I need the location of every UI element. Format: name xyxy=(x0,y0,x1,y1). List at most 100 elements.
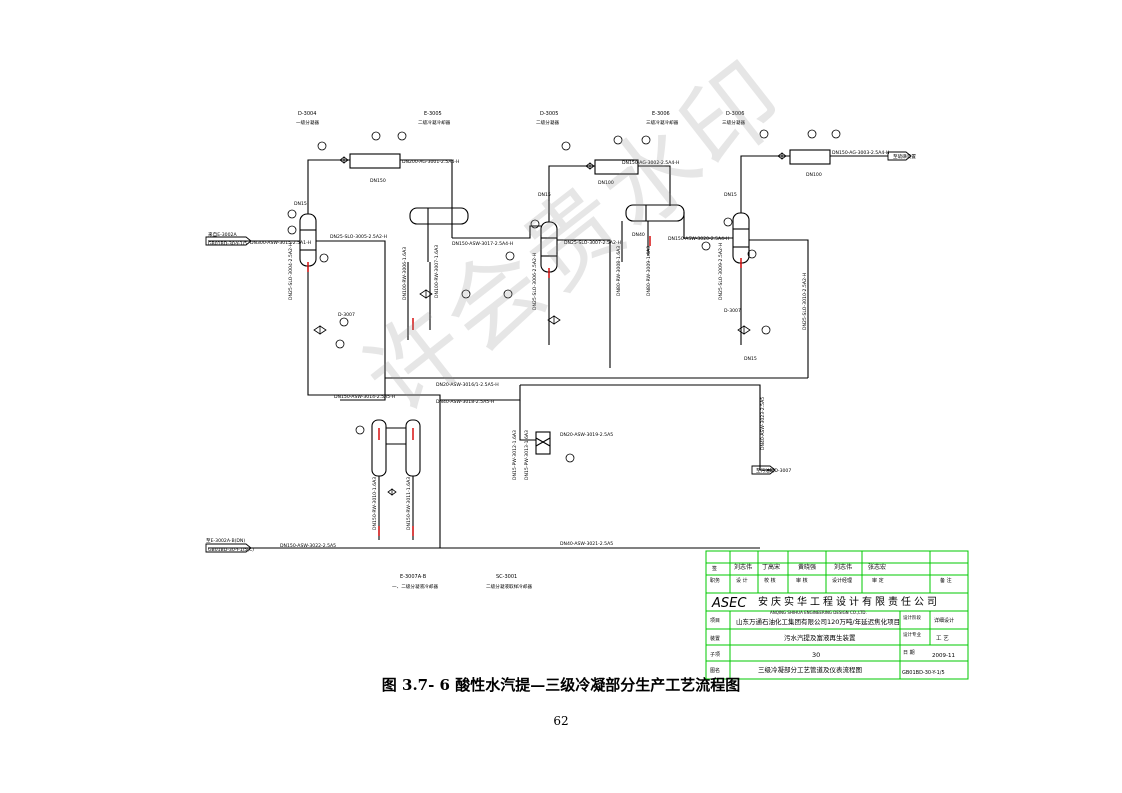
title-block-text: 签 刘志伟 丁高宋 黄晓强 刘志伟 张志宏 职务 设 计 校 核 审 核 设计经… xyxy=(710,563,955,676)
line-3017: DN150-ASW-3017-2.5A4-H xyxy=(452,241,513,247)
line-v3006: DN25-SLO-3006-2.5A2-H xyxy=(532,253,538,310)
title-block xyxy=(705,550,969,680)
line-v3010: DN25-SLO-3010-2.5A2-H xyxy=(802,273,808,330)
page-number: 62 xyxy=(553,714,569,728)
tb-role-6: 备 注 xyxy=(940,577,952,584)
line-3014: DN150-ASW-3014-2.5A5-H xyxy=(334,394,395,400)
tb-discipline: 工 艺 xyxy=(936,635,949,642)
exchanger-e3005 xyxy=(409,207,469,262)
tb-date: 2009-11 xyxy=(932,653,955,659)
offpage-from-e3002: 来自E-3002A xyxy=(208,231,237,238)
tb-sheet-no: 30 xyxy=(812,651,820,659)
valves xyxy=(313,152,787,496)
tb-name-2: 丁高宋 xyxy=(762,563,780,571)
tb-date-label: 日 期 xyxy=(903,650,915,656)
d3004-name: 一级分凝器 xyxy=(296,119,319,126)
dn100-a: DN100 xyxy=(598,180,614,186)
dn15-a: DN15 xyxy=(294,201,307,207)
dn40-a: DN40 xyxy=(632,232,645,238)
e3005-tag: E-3005 xyxy=(424,111,442,117)
offpage-ref1: GB01BD-30-Y-1/5 xyxy=(208,241,247,247)
line-vcw6: DN150-RW-3011-1.6A3 xyxy=(406,477,412,530)
tb-project: 山东万通石油化工集团有限公司120万吨/年延迟焦化项目 xyxy=(736,617,900,626)
e3007-name: 一、二级分凝液冷却器 xyxy=(392,583,438,590)
tb-name-3: 黄晓强 xyxy=(798,563,816,571)
tb-drawing-no: GB01BD-30-Y-1/5 xyxy=(902,670,945,676)
line-v3009: DN25-SLO-3009-2.5A2-H xyxy=(718,243,724,300)
tb-project-label: 项目 xyxy=(710,618,720,624)
line-3002: DN150-AG-3002-2.5A4-H xyxy=(622,160,679,166)
tb-drawing-title: 三级冷凝部分工艺管道及仪表流程图 xyxy=(758,665,862,674)
line-3021: DN40-ASW-3021-2.5A5 xyxy=(560,541,613,547)
line-v3004: DN25-SLO-3004-2.5A2-H xyxy=(288,243,294,300)
piping xyxy=(208,149,888,549)
tb-title-label: 图名 xyxy=(710,667,720,674)
line-labels: 来自E-3002A GB01BD-30-Y-1/5 DN300-ASW-3015… xyxy=(206,150,916,553)
d3005-name: 二级分凝器 xyxy=(536,119,559,126)
vessel-d3006 xyxy=(732,212,750,264)
line-3005: DN25-SLO-3005-2.5A2-H xyxy=(330,234,387,240)
sc3001-name: 二级分凝液取样冷却器 xyxy=(486,583,532,590)
e3006-tag: E-3006 xyxy=(652,111,670,117)
line-3007: DN25-SLO-3007-2.5A2-H xyxy=(564,240,621,246)
line-vcw1: DN100-RW-3006-1.6A3 xyxy=(402,247,408,300)
line-3003: DN150-AG-3003-2.5A4-H xyxy=(832,150,889,156)
tb-role-4: 设计经理 xyxy=(832,577,852,584)
tb-name-5: 张志宏 xyxy=(868,563,886,571)
offpage-to-d3007: 至污油罐D-3007 xyxy=(756,467,791,474)
line-3019: DN20-ASW-3019-2.5A5 xyxy=(560,432,613,438)
d3006-name: 三级分凝器 xyxy=(722,119,745,126)
line-3001: DN200-AG-3001-2.5A4-H xyxy=(402,159,459,165)
dn15-b: DN15 xyxy=(538,192,551,198)
offpage-to-e3002b: 至E-3002A·B(DN) xyxy=(206,538,245,544)
tb-role-2: 校 核 xyxy=(764,577,776,584)
red-markers xyxy=(307,236,742,536)
d3004-tag: D-3004 xyxy=(298,111,316,117)
vessel-d3004 xyxy=(299,213,317,267)
tb-sheet-label: 子项 xyxy=(710,651,720,658)
tb-unit: 污水汽提及富液再生装置 xyxy=(784,633,856,642)
e3005-name: 二级冷凝冷却器 xyxy=(418,119,451,126)
tb-role-5: 审 定 xyxy=(872,577,884,584)
tb-role-label: 职务 xyxy=(710,577,720,584)
line-3020: DN150-ASW-3020-2.5A4-H xyxy=(668,236,729,242)
dn100-b: DN100 xyxy=(806,172,822,178)
tb-role-1: 设 计 xyxy=(736,577,748,584)
d3005-tag: D-3005 xyxy=(540,111,558,117)
tb-stage-label: 设计阶段 xyxy=(903,614,921,621)
tb-stage: 详细设计 xyxy=(934,617,954,624)
e3006-name: 三级冷凝冷却器 xyxy=(646,119,679,126)
d3006-tag: D-3006 xyxy=(726,111,744,117)
offpage-to-sulfur: 至硫磺装置 xyxy=(893,153,916,160)
line-v3023: DN40-ASW-3023-2.5A5 xyxy=(760,397,766,450)
vertical-line-labels: DN25-SLO-3004-2.5A2-H DN25-SLO-3006-2.5A… xyxy=(288,243,808,530)
line-3016: DN20-ASW-3016/1-2.5A5-H xyxy=(436,382,499,388)
d3007-ref-b: D-3007 xyxy=(724,308,741,314)
sc3001-tag: SC-3001 xyxy=(496,574,517,580)
e3007-tag: E-3007A·B xyxy=(400,574,427,580)
tb-discipline-label: 设计专业 xyxy=(903,631,921,638)
tb-sig-label: 签 xyxy=(712,565,717,572)
figure-caption: 图 3.7- 6 酸性水汽提—三级冷凝部分生产工艺流程图 xyxy=(381,676,741,694)
offpage-connectors xyxy=(205,151,912,553)
dn150-a: DN150 xyxy=(370,178,386,184)
equipment-labels: D-3004 一级分凝器 E-3005 二级冷凝冷却器 D-3005 二级分凝器… xyxy=(296,111,745,590)
line-vcw5: DN150-RW-3010-1.6A3 xyxy=(372,477,378,530)
line-3022: DN150-ASW-3022-2.5A5 xyxy=(280,543,336,549)
exchanger-e3006 xyxy=(625,204,685,222)
line-vcw4: DN80-RW-3009-1.6A3 xyxy=(646,246,652,296)
tb-name-1: 刘志伟 xyxy=(734,563,752,571)
vessel-d3005 xyxy=(540,221,558,273)
tb-company-cn: 安庆实华工程设计有限责任公司 xyxy=(758,595,940,608)
dn15-d: DN15 xyxy=(744,356,757,362)
tb-unit-label: 装置 xyxy=(710,635,720,642)
line-vcw8: DN15-PW-3013-1.6A3 xyxy=(524,430,530,480)
line-vcw3: DN80-RW-3008-1.6A3 xyxy=(616,246,622,296)
instrument-bubbles xyxy=(287,129,841,463)
tb-company-sub: ANQING SHIHUA ENGINEERING DESIGN CO.,LTD… xyxy=(770,610,867,615)
line-vcw2: DN100-RW-3007-1.6A3 xyxy=(434,245,440,298)
sample-cooler-sc3001 xyxy=(535,431,551,455)
d3007-ref-a: D-3007 xyxy=(338,312,355,318)
line-3015: DN300-ASW-3015-2.5A1-H xyxy=(250,240,311,246)
